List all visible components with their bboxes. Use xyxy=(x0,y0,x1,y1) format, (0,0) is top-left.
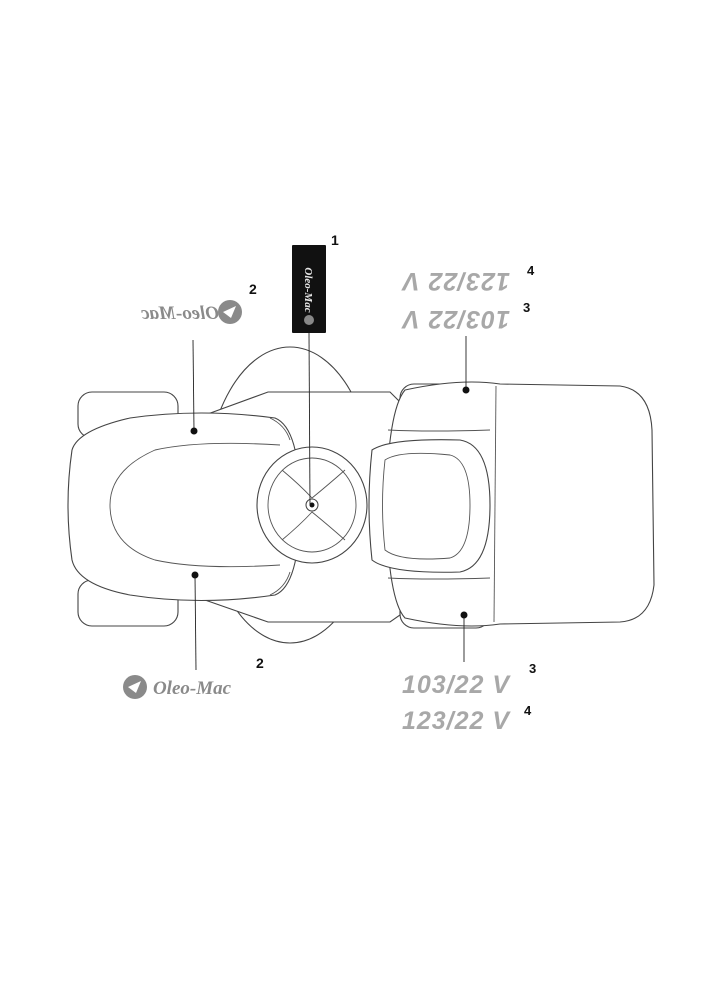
model-bottom-3: 103/22 V xyxy=(402,671,511,699)
steering-spoke-bottom xyxy=(281,511,346,541)
fender-bottom-line xyxy=(387,577,491,580)
badge-logo-text: Oleo-Mac xyxy=(302,267,314,312)
badge-decal-1: Oleo-Mac xyxy=(292,245,326,333)
fender-top-line xyxy=(387,429,491,432)
logo-top-emblem-mark xyxy=(223,306,236,318)
callouts: 1 2 2 4 3 3 4 xyxy=(249,232,536,718)
leader-2-top xyxy=(192,339,195,432)
steering-wheel-inner xyxy=(267,457,357,553)
badge-logo-emblem xyxy=(304,315,314,325)
callout-2-bottom: 2 xyxy=(256,655,264,671)
hood-panel xyxy=(109,442,281,568)
callout-2-top: 2 xyxy=(249,281,257,297)
dash-line-bottom xyxy=(269,571,291,596)
callout-3-bottom: 3 xyxy=(529,661,536,676)
callout-4-bottom: 4 xyxy=(524,703,532,718)
model-decals-bottom: 103/22 V 123/22 V xyxy=(402,671,511,735)
logo-decal-top: Oleo-Mac xyxy=(140,300,242,324)
steering-hub-center xyxy=(309,502,315,508)
model-top-3: 103/22 V xyxy=(401,305,510,333)
badge-background xyxy=(292,245,326,333)
callout-3-top: 3 xyxy=(523,300,530,315)
hood xyxy=(67,412,301,602)
logo-decal-bottom: Oleo-Mac xyxy=(123,675,232,699)
seat xyxy=(368,439,491,573)
tractor-outline xyxy=(67,346,655,644)
model-top-4: 123/22 V xyxy=(401,267,510,295)
callout-4-top: 4 xyxy=(527,263,535,278)
logo-bottom-text: Oleo-Mac xyxy=(153,678,232,699)
leader-dot-2-top xyxy=(190,427,198,435)
seat-inner xyxy=(382,452,471,560)
leader-dot-2-bottom xyxy=(191,571,199,579)
steering-spoke-top xyxy=(281,469,346,499)
leader-dot-3-top xyxy=(462,386,470,394)
fender-divider xyxy=(493,385,497,623)
leader-2-bottom xyxy=(194,574,197,671)
leader-lines xyxy=(190,332,470,671)
logo-bottom-emblem-mark xyxy=(128,681,141,693)
logo-top-text: Oleo-Mac xyxy=(140,303,219,324)
model-decals-top: 123/22 V 103/22 V xyxy=(401,267,510,333)
leader-dot-3-bottom xyxy=(460,611,468,619)
leader-1 xyxy=(308,332,311,506)
callout-1: 1 xyxy=(331,232,339,248)
model-bottom-4: 123/22 V xyxy=(402,707,511,735)
dash-line-top xyxy=(269,417,291,441)
